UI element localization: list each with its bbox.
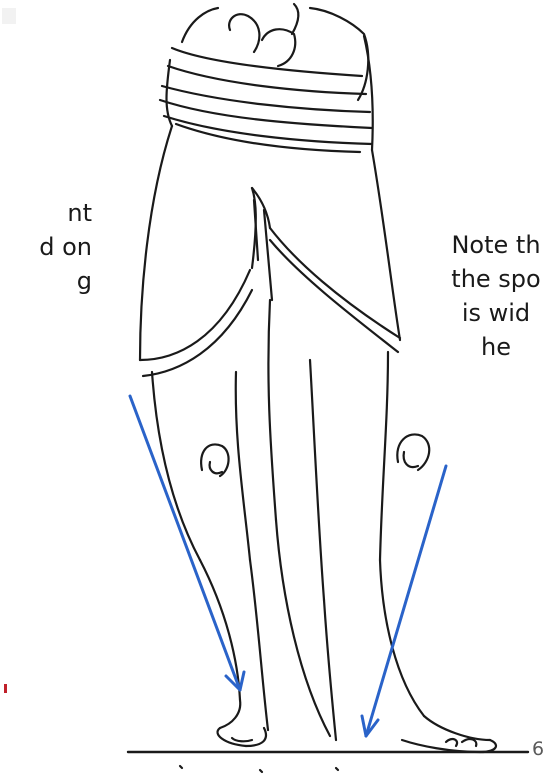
- left-annotation: nt d on g: [0, 196, 92, 298]
- right-note-line: the spo: [451, 265, 540, 293]
- faint-mark: [2, 8, 16, 24]
- right-note-line: Note th: [451, 231, 540, 259]
- red-mark: [4, 684, 7, 693]
- right-note-line: he: [481, 333, 511, 361]
- right-annotation: Note th the spo is wid he: [396, 228, 557, 364]
- page-number: 6: [532, 738, 544, 760]
- left-note-line: d on: [39, 233, 92, 261]
- left-note-line: g: [77, 267, 92, 295]
- left-note-line: nt: [67, 199, 92, 227]
- right-note-line: is wid: [462, 299, 530, 327]
